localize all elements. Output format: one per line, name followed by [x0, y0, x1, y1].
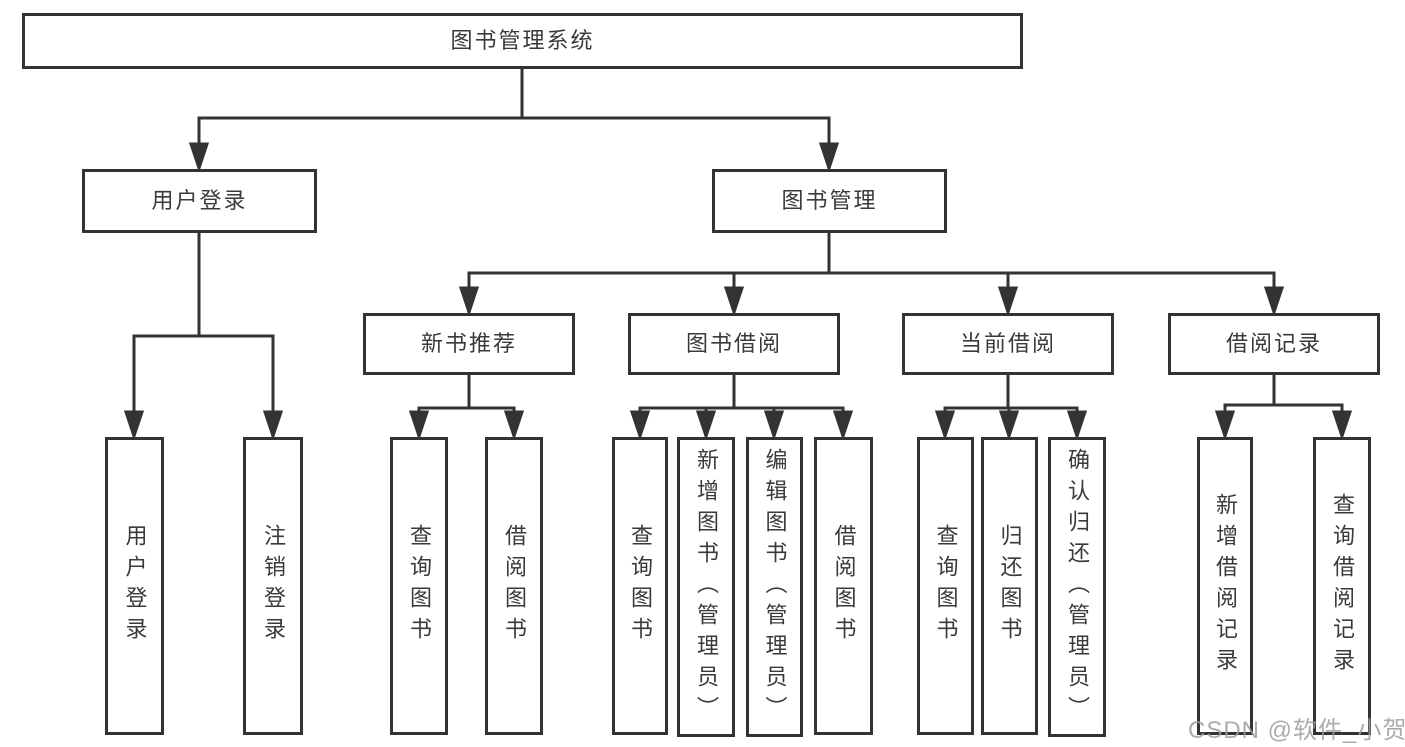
leaf-add-borrow-record: 新增借阅记录	[1197, 437, 1253, 735]
connector-new-book-recommendation-to-leaves	[408, 373, 525, 441]
leaf-user-login: 用户登录	[105, 437, 164, 735]
connector-root-to-level2	[188, 67, 840, 173]
leaf-add-books-admin: 新增图书（管理员）	[677, 437, 735, 737]
leaf-label: 借阅图书	[831, 524, 857, 648]
node-label: 图书借阅	[685, 330, 782, 356]
node-label: 用户登录	[151, 187, 248, 213]
connector-borrowing-records-to-leaves	[1214, 373, 1353, 441]
leaf-label: 用户登录	[122, 524, 148, 648]
leaf-label: 查询借阅记录	[1330, 493, 1355, 679]
node-label: 图书管理	[781, 187, 878, 213]
connector-book-borrowing-to-leaves	[629, 373, 854, 441]
leaf-query-books-recommend: 查询图书	[390, 437, 448, 735]
leaf-label: 新增借阅记录	[1213, 493, 1238, 679]
leaf-borrow-books-borrowing: 借阅图书	[814, 437, 873, 735]
leaf-borrow-books-recommend: 借阅图书	[485, 437, 543, 735]
node-current-borrowing: 当前借阅	[902, 313, 1114, 375]
leaf-label: 查询图书	[933, 524, 959, 648]
leaf-label: 归还图书	[997, 524, 1023, 648]
node-borrowing-records: 借阅记录	[1168, 313, 1380, 375]
node-book-borrowing: 图书借阅	[628, 313, 840, 375]
connector-current-borrowing-to-leaves	[934, 373, 1088, 441]
node-root: 图书管理系统	[22, 13, 1023, 69]
leaf-edit-books-admin: 编辑图书（管理员）	[746, 437, 803, 737]
node-label: 图书管理系统	[450, 27, 595, 53]
node-book-management: 图书管理	[712, 169, 947, 233]
node-label: 新书推荐	[420, 330, 517, 356]
node-label: 当前借阅	[959, 330, 1056, 356]
leaf-query-books-borrowing: 查询图书	[612, 437, 668, 735]
leaf-query-borrow-record: 查询借阅记录	[1313, 437, 1371, 735]
leaf-label: 编辑图书（管理员）	[762, 447, 788, 727]
connector-book-management-to-level3	[458, 231, 1285, 317]
node-new-book-recommendation: 新书推荐	[363, 313, 575, 375]
leaf-confirm-return-admin: 确认归还（管理员）	[1048, 437, 1106, 737]
node-label: 借阅记录	[1225, 330, 1322, 356]
leaf-label: 确认归还（管理员）	[1065, 447, 1090, 727]
leaf-label: 借阅图书	[502, 524, 527, 648]
connector-user-login-to-leaves	[123, 231, 284, 441]
leaf-label: 新增图书（管理员）	[694, 447, 719, 727]
watermark: CSDN @软件_小贺同学	[1188, 717, 1405, 744]
leaf-label: 注销登录	[261, 524, 286, 648]
leaf-label: 查询图书	[628, 524, 653, 648]
leaf-query-books-current: 查询图书	[917, 437, 974, 735]
leaf-logout: 注销登录	[243, 437, 303, 735]
leaf-return-books: 归还图书	[981, 437, 1038, 735]
node-user-login: 用户登录	[82, 169, 317, 233]
leaf-label: 查询图书	[407, 524, 432, 648]
